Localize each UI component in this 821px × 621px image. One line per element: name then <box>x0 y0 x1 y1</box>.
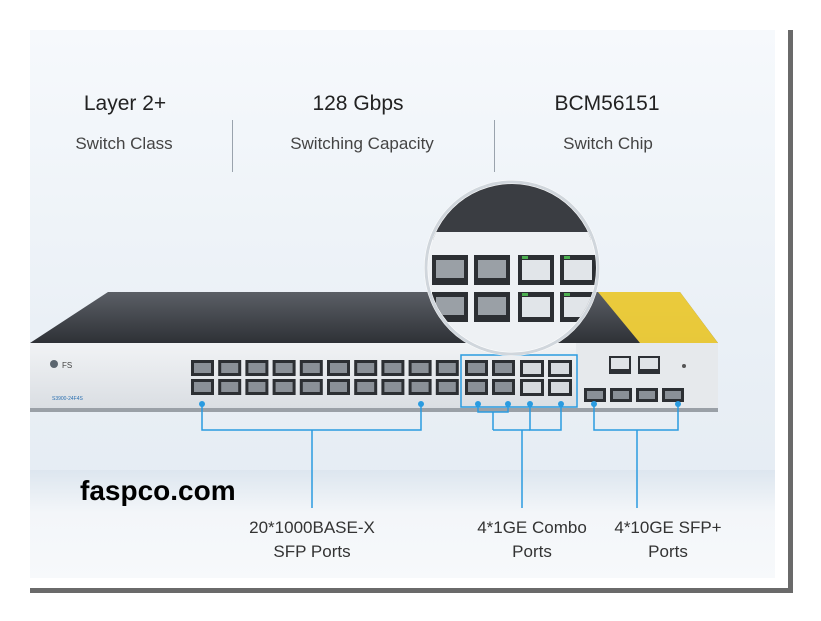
combo-rj45-socket <box>551 382 569 393</box>
frame-border-bottom <box>30 588 793 593</box>
combo-sfp-cage <box>495 363 512 373</box>
callout-dots <box>199 401 681 407</box>
sfp-port-cage <box>357 382 375 392</box>
stat-value: 128 Gbps <box>312 92 404 115</box>
console-port-socket <box>611 358 629 369</box>
background-shelf <box>30 470 775 578</box>
combo-port-group <box>465 360 572 396</box>
stat-label: Switch Chip <box>563 134 653 153</box>
magnified-rj45-socket <box>522 260 550 280</box>
chassis-bottom-edge <box>30 408 718 412</box>
combo-rj45-socket <box>523 382 541 393</box>
device-model: S3900-24F4S <box>52 396 84 402</box>
stat-label: Switching Capacity <box>290 134 434 153</box>
reset-icon <box>682 364 686 368</box>
sfp-port-cage <box>411 382 429 392</box>
combo-sfp-cage <box>495 382 512 392</box>
tengig-sfp-cage <box>613 391 629 399</box>
callout-line1: 4*10GE SFP+ <box>614 518 722 537</box>
sfp-port-cage <box>438 363 456 373</box>
callout-line1: 20*1000BASE-X <box>249 518 375 537</box>
combo-sfp-cage <box>468 363 485 373</box>
callout-line2: SFP Ports <box>273 542 351 561</box>
sfp-port-cage <box>384 382 402 392</box>
sfp-port-cage <box>221 382 239 392</box>
sfp-port-cage <box>411 363 429 373</box>
sfp-port-cage <box>194 382 211 392</box>
magnified-led <box>522 293 528 296</box>
magnified-rj45-socket <box>564 260 592 280</box>
callout-line1: 4*1GE Combo <box>477 518 587 537</box>
sfp-port-cage <box>248 382 266 392</box>
magnifier-ring <box>424 180 600 356</box>
mgmt-port-socket <box>640 358 658 369</box>
stat-divider <box>494 120 495 172</box>
sfp-port-cage <box>275 382 293 392</box>
magnified-sfp-cage <box>436 260 464 278</box>
tengig-sfp-cage <box>639 391 655 399</box>
sfp-port-cage <box>275 363 293 373</box>
chassis-label-accent <box>598 292 718 343</box>
combo-sfp-cage <box>468 382 485 392</box>
callout-combo-ports: 4*1GE Combo Ports <box>458 516 606 564</box>
stat-divider <box>232 120 233 172</box>
magnified-port-group <box>432 255 596 322</box>
sfp-port-cage <box>330 382 347 392</box>
combo-rj45-socket <box>551 363 569 374</box>
magnified-led <box>564 293 570 296</box>
tengig-bracket <box>593 405 679 431</box>
magnified-rj45-socket <box>522 297 550 317</box>
tengig-sfp-cage <box>665 391 681 399</box>
stat-label: Switch Class <box>75 134 173 153</box>
callout-sfp-ports: 20*1000BASE-X SFP Ports <box>232 516 392 564</box>
callout-tengig-ports: 4*10GE SFP+ Ports <box>603 516 733 564</box>
stat-value: Layer 2+ <box>83 92 167 115</box>
sfp-port-cage <box>302 363 320 373</box>
combo-bracket-b <box>529 405 562 431</box>
sfp-port-cage <box>330 363 347 373</box>
callout-line2: Ports <box>648 542 688 561</box>
fs-logo-icon <box>50 360 58 368</box>
frame-border-right <box>788 30 793 592</box>
sfp-port-cage <box>357 363 375 373</box>
magnified-led <box>522 256 528 259</box>
magnified-sfp-cage <box>436 297 464 315</box>
magnified-sfp-cage <box>478 297 506 315</box>
device-logo: FS <box>62 361 72 370</box>
tengig-sfp-cage <box>587 391 603 399</box>
combo-rj45-socket <box>523 363 541 374</box>
stat-value: BCM56151 <box>554 92 660 115</box>
sfp-port-cage <box>384 363 402 373</box>
sfp-port-cage <box>194 363 211 373</box>
magnified-led <box>564 256 570 259</box>
sfp-port-group <box>191 360 459 395</box>
callout-line2: Ports <box>512 542 552 561</box>
watermark: faspco.com <box>80 475 236 506</box>
callout-lines <box>201 405 679 508</box>
sfp-port-cage <box>438 382 456 392</box>
magnified-sfp-cage <box>478 260 506 278</box>
tengig-port-group <box>584 388 684 402</box>
sfp-port-cage <box>302 382 320 392</box>
sfp-port-cage <box>248 363 266 373</box>
sfp-port-cage <box>221 363 239 373</box>
